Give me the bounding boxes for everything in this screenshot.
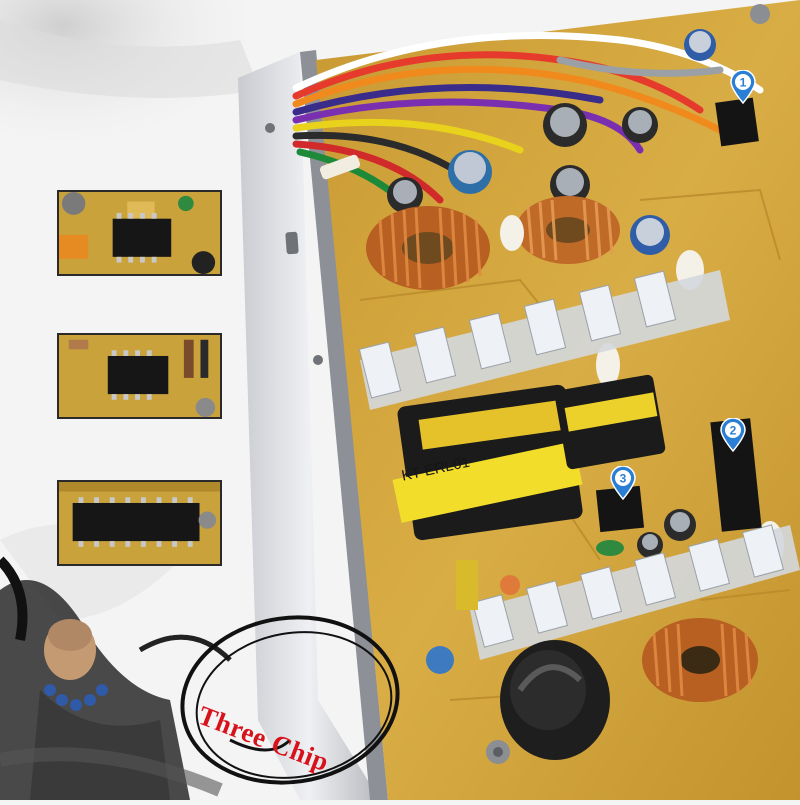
toroid-coils (366, 196, 758, 702)
ink-figure (0, 556, 232, 800)
bulk-capacitor (500, 640, 610, 760)
capacitors (387, 29, 716, 558)
marker-2-label: 2 (730, 424, 737, 438)
inset-chip-1 (57, 190, 222, 276)
marker-1-label: 1 (740, 76, 747, 90)
chip-1 (715, 97, 759, 147)
chip-2 (710, 418, 762, 532)
chassis-rail (238, 52, 380, 800)
ink-circle (180, 615, 400, 785)
aux-transformer (554, 374, 666, 470)
inset-chip-2 (57, 333, 222, 419)
marker-1: 1 (730, 70, 756, 104)
heatsink-upper (358, 270, 730, 410)
board-chips (595, 97, 762, 533)
inset-chip-3 (57, 480, 222, 566)
marker-3: 3 (610, 466, 636, 500)
transformer-sticker (392, 441, 583, 523)
main-transformer (392, 384, 583, 541)
heatsink-lower (470, 524, 800, 660)
marker-2: 2 (720, 418, 746, 452)
marker-3-label: 3 (620, 472, 627, 486)
chip-3 (595, 485, 645, 533)
